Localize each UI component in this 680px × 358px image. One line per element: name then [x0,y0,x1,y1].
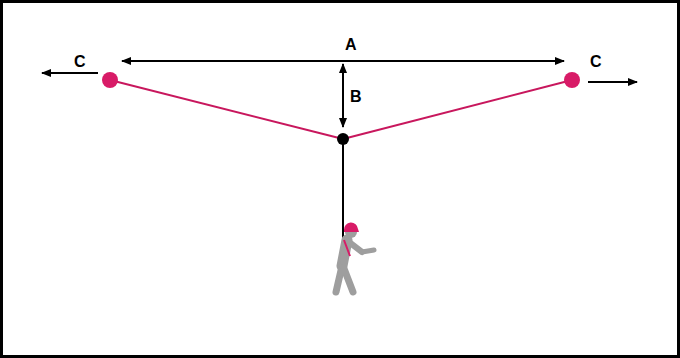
connection-point [337,133,349,145]
dimension-label: C [590,54,602,70]
dimension-label: C [74,54,86,70]
lifeline-segment [110,80,343,139]
sag-dimension-arrow [342,64,344,127]
lifeline-segment [343,80,572,139]
force-arrow [42,72,98,74]
lanyard-line [342,139,344,240]
dimension-label: A [345,37,357,53]
anchor-point [564,72,580,88]
dimension-label: B [350,89,362,105]
span-dimension-arrow [122,60,564,62]
anchor-point [102,72,118,88]
worker-figure [336,222,374,292]
force-arrow [588,81,637,83]
